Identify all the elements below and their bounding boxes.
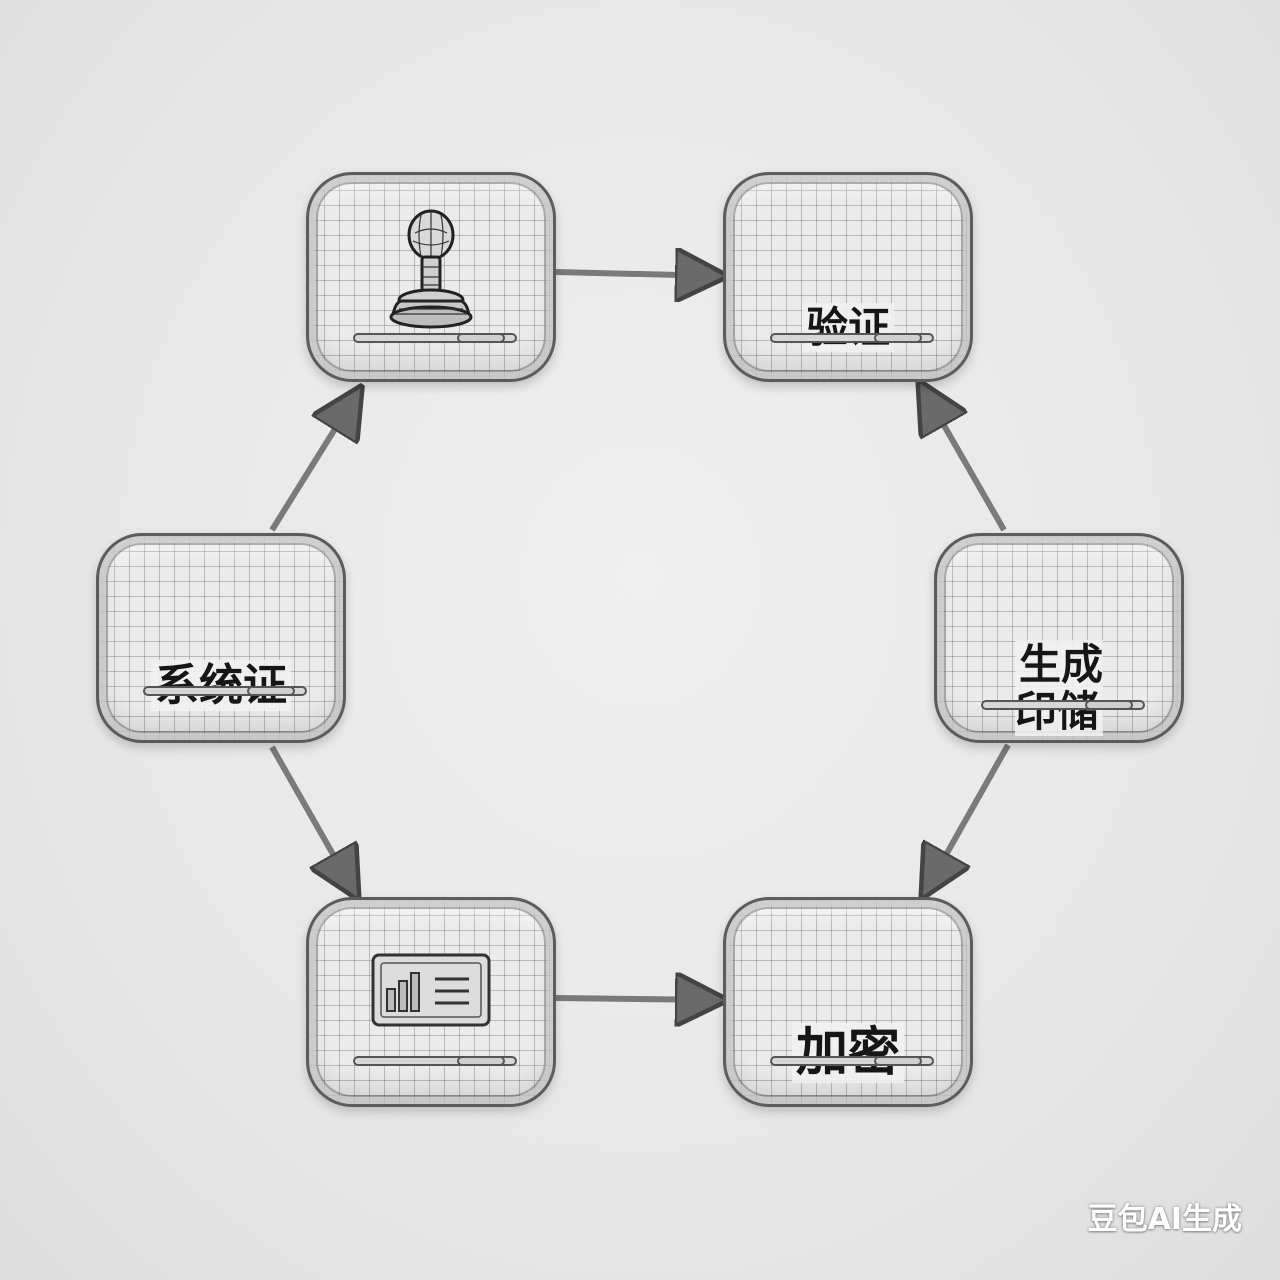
node-dashboard[interactable] — [306, 897, 556, 1107]
node-verify[interactable]: 验证 — [723, 172, 973, 382]
node-system-cert[interactable]: 系统证 — [96, 533, 346, 743]
edge-stamp-to-verify — [555, 272, 720, 276]
node-label-encrypt: 加密 — [726, 966, 970, 1084]
node-bar — [143, 686, 307, 696]
watermark: 豆包AI生成 — [1087, 1202, 1242, 1237]
verify-label: 验证 — [801, 303, 894, 353]
node-bar — [353, 1056, 517, 1066]
encrypt-label: 加密 — [791, 1023, 904, 1084]
node-bar — [770, 1056, 934, 1066]
edge-generate-to-verify — [922, 387, 1007, 532]
edge-system-cert-to-stamp — [269, 392, 358, 532]
node-generate-seal-storage[interactable]: 生成 印储 — [934, 533, 1184, 743]
generate-seal-storage-label: 生成 印储 — [1014, 640, 1103, 737]
node-bar — [981, 700, 1145, 710]
node-bar — [353, 333, 517, 343]
node-encrypt[interactable]: 加密 — [723, 897, 973, 1107]
node-bar — [770, 333, 934, 343]
stamp-icon — [389, 209, 473, 329]
node-stamp[interactable] — [306, 172, 556, 382]
node-label-generate: 生成 印储 — [937, 594, 1181, 737]
dashboard-icon — [371, 953, 491, 1027]
system-cert-label: 系统证 — [151, 660, 291, 712]
edge-dashboard-to-encrypt — [555, 998, 720, 1000]
edge-generate-to-encrypt — [925, 743, 1011, 892]
node-label-verify: 验证 — [726, 257, 970, 353]
edge-system-cert-to-dashboard — [269, 745, 355, 893]
node-label-system-cert: 系统证 — [99, 612, 343, 712]
